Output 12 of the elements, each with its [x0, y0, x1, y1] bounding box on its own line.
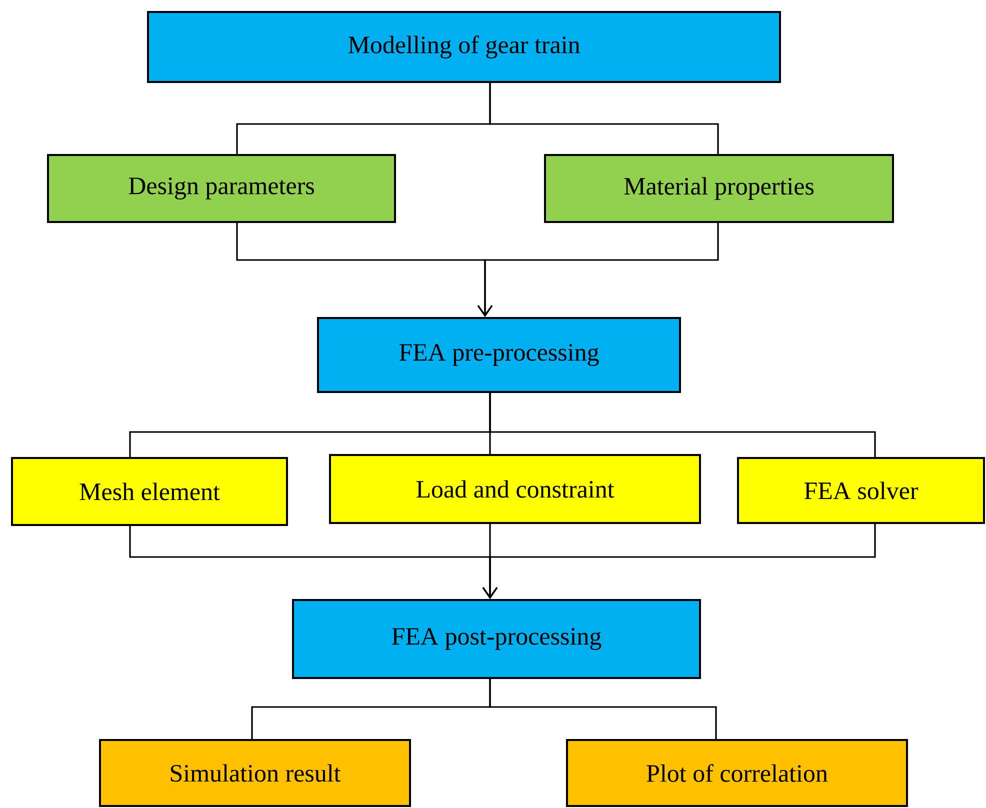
process-box: FEA solver: [737, 457, 985, 524]
connector-arrow: [482, 524, 876, 599]
process-box: FEA post-processing: [292, 599, 701, 679]
process-box: Plot of correlation: [566, 739, 908, 807]
connector-arrow: [477, 223, 719, 317]
process-box: Design parameters: [47, 154, 396, 223]
process-box: FEA pre-processing: [317, 317, 681, 393]
process-box: Mesh element: [11, 457, 288, 526]
process-box: Material properties: [544, 154, 894, 223]
process-box: Modelling of gear train: [147, 11, 781, 83]
process-box: Simulation result: [99, 739, 411, 807]
process-box: Load and constraint: [329, 454, 701, 524]
